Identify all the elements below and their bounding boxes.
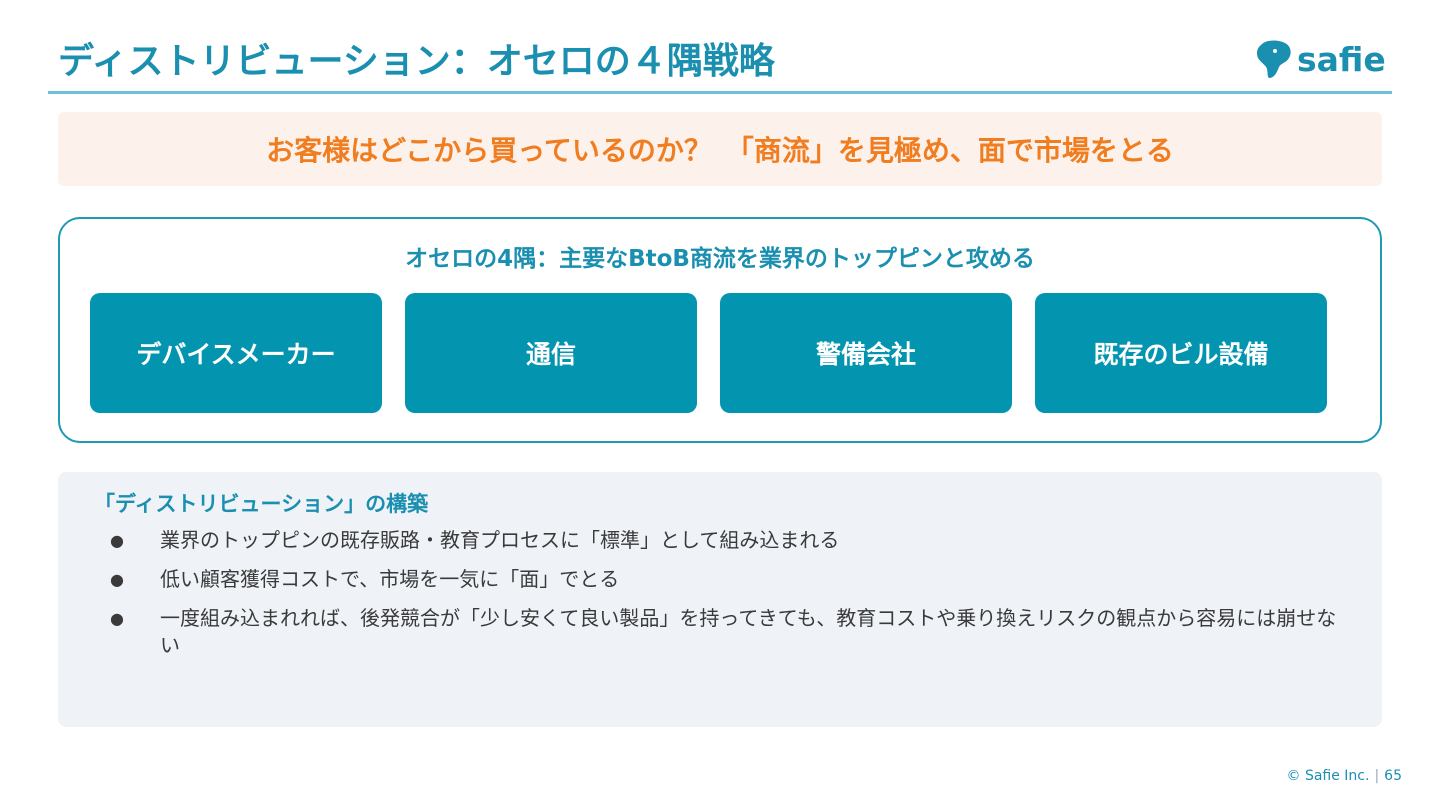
corner-tile-security-company: 警備会社 xyxy=(720,293,1012,413)
page-number: 65 xyxy=(1384,768,1402,784)
bullet-icon: ● xyxy=(110,609,124,628)
banner-text: お客様はどこから買っているのか？ 「商流」を見極め、面で市場をとる xyxy=(266,134,1174,167)
list-item: ● 低い顧客獲得コストで、市場を一気に「面」でとる xyxy=(110,566,1350,593)
four-corners-panel: オセロの4隅：主要なBtoB商流を業界のトップピンと攻める デバイスメーカー 通… xyxy=(58,217,1382,443)
list-item-text: 低い顧客獲得コストで、市場を一気に「面」でとる xyxy=(160,567,620,591)
title-underline xyxy=(48,91,1392,94)
list-item: ● 一度組み込まれれば、後発競合が「少し安くて良い製品」を持ってきても、教育コス… xyxy=(110,605,1350,659)
info-heading: 「ディストリビューション」の構築 xyxy=(94,492,429,516)
distribution-info-box: 「ディストリビューション」の構築 ● 業界のトップピンの既存販路・教育プロセスに… xyxy=(58,472,1382,727)
panel-heading: オセロの4隅：主要なBtoB商流を業界のトップピンと攻める xyxy=(405,246,1035,272)
copyright-text: © Safie Inc. xyxy=(1286,768,1370,784)
slide-title: ディストリビューション：オセロの４隅戦略 xyxy=(58,41,775,82)
corner-tile-device-maker: デバイスメーカー xyxy=(90,293,382,413)
key-question-banner: お客様はどこから買っているのか？ 「商流」を見極め、面で市場をとる xyxy=(58,112,1382,186)
corner-tile-label: デバイスメーカー xyxy=(136,340,336,369)
footer-separator: | xyxy=(1374,768,1380,784)
list-item: ● 業界のトップピンの既存販路・教育プロセスに「標準」として組み込まれる xyxy=(110,527,1350,554)
list-item-text: 業界のトップピンの既存販路・教育プロセスに「標準」として組み込まれる xyxy=(160,528,840,552)
safie-logo: safie xyxy=(1255,38,1390,80)
corner-tile-building-facilities: 既存のビル設備 xyxy=(1035,293,1327,413)
safie-mascot-icon xyxy=(1257,40,1291,79)
corner-tile-label: 警備会社 xyxy=(815,340,916,369)
bullet-icon: ● xyxy=(110,570,124,589)
corner-tile-label: 既存のビル設備 xyxy=(1093,340,1269,369)
corner-tile-telecom: 通信 xyxy=(405,293,697,413)
list-item-text: 一度組み込まれれば、後発競合が「少し安くて良い製品」を持ってきても、教育コストや… xyxy=(160,606,1337,657)
bullet-icon: ● xyxy=(110,531,124,550)
corner-tile-label: 通信 xyxy=(525,340,576,369)
slide-footer: © Safie Inc.|65 xyxy=(1287,768,1403,784)
logo-wordmark: safie xyxy=(1297,39,1386,79)
